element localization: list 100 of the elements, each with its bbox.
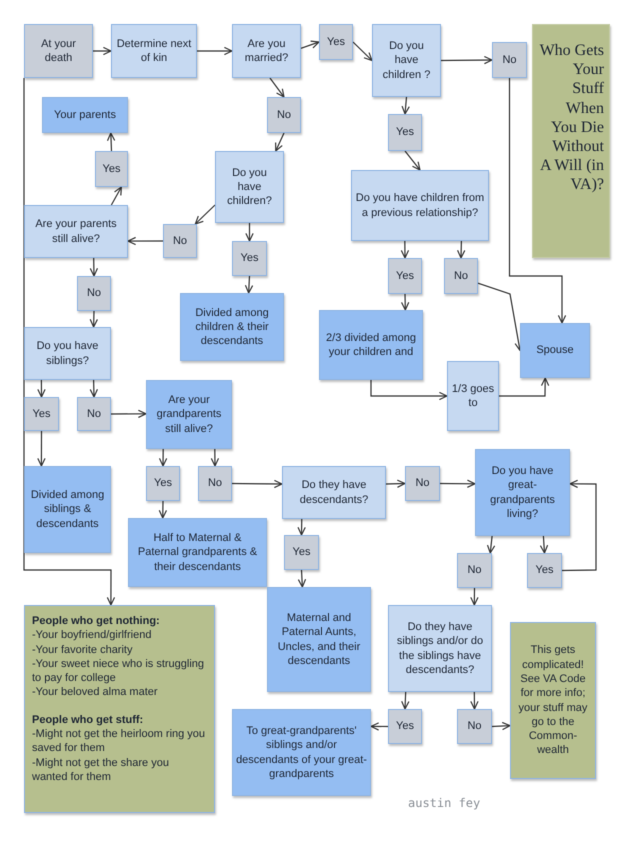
node-text: No <box>415 476 430 491</box>
arrow <box>197 46 233 56</box>
result-box <box>267 587 371 692</box>
answer-box <box>319 24 353 60</box>
note-box <box>510 622 596 779</box>
node-text: Yes <box>396 719 414 734</box>
node-text: Are your parents still alive? <box>34 217 118 246</box>
arrow <box>400 241 410 259</box>
answer-box <box>405 466 440 501</box>
answer-box <box>284 535 319 570</box>
answer-box <box>267 97 301 133</box>
node-text: Do they have siblings and/or do the siblings have descendants? <box>396 620 484 678</box>
answer-box <box>163 224 197 258</box>
arrow <box>194 204 216 225</box>
arrow <box>386 480 406 488</box>
question-box <box>215 151 284 223</box>
node-text: Yes <box>240 251 258 266</box>
list-item: -Might not get the heirloom ring you saved for them <box>32 727 206 756</box>
list-heading: People who get nothing: <box>32 614 160 628</box>
title-panel: Who Gets Your Stuff When You Die Without A Will (in VA)? <box>532 24 610 258</box>
result-box <box>475 449 570 536</box>
list-item: -Your favorite charity <box>32 642 132 657</box>
arrow <box>441 56 493 64</box>
arrow <box>370 380 448 400</box>
result-box <box>128 518 267 587</box>
node-text: No <box>86 286 102 301</box>
question-box <box>24 327 111 380</box>
arrow <box>158 449 168 467</box>
question-box <box>372 24 441 97</box>
answer-box <box>527 553 562 588</box>
node-text: Maternal and Paternal Aunts, Uncles, and their descendants <box>276 610 362 668</box>
answer-box <box>457 553 492 588</box>
arrow <box>457 240 466 259</box>
arrow <box>508 78 566 324</box>
answer-box <box>232 241 267 276</box>
arrow <box>93 46 112 56</box>
node-text: No <box>502 52 517 68</box>
arrow <box>111 410 147 418</box>
answer-box <box>198 466 232 501</box>
node-text: No <box>467 719 482 734</box>
arrow <box>232 480 283 488</box>
arrow <box>492 722 511 730</box>
node-text: Your parents <box>54 108 116 122</box>
node-text: 2/3 divided among your children and <box>325 330 417 360</box>
arrow <box>352 42 373 62</box>
arrow <box>440 480 476 488</box>
node-text: This gets complicated! See VA Code for more info; your stuff may go to the Common-wealth <box>518 643 588 758</box>
arrow <box>297 518 306 536</box>
arrow <box>370 722 388 731</box>
node-text: No <box>86 406 102 422</box>
arrow <box>499 377 550 397</box>
arrow <box>106 132 116 152</box>
list-item: -Your boyfriend/girlfriend <box>32 628 152 643</box>
start-box <box>24 24 93 78</box>
arrow <box>23 78 116 606</box>
node-text: No <box>276 108 292 122</box>
question-box <box>111 24 197 78</box>
node-text: Yes <box>102 162 120 176</box>
node-text: Spouse <box>536 343 574 358</box>
node-text: No <box>454 268 468 284</box>
answer-box <box>146 466 180 501</box>
question-box <box>24 205 128 258</box>
arrow <box>470 692 479 710</box>
arrow <box>245 223 254 242</box>
arrow <box>90 310 98 328</box>
node-text: Do you have siblings? <box>36 339 100 368</box>
list-heading: People who get stuff: <box>32 712 144 728</box>
answer-box <box>444 258 478 294</box>
arrow <box>275 132 285 152</box>
question-box <box>351 170 489 241</box>
node-text: Do you have children? <box>226 166 273 208</box>
arrow <box>127 236 163 246</box>
question-box <box>447 361 499 431</box>
answer-box <box>95 151 128 187</box>
node-text: Yes <box>396 268 414 284</box>
question-box <box>282 466 386 519</box>
arrow <box>90 258 98 277</box>
node-text: Do you have great-grandparents living? <box>489 464 556 522</box>
answer-box <box>388 258 422 294</box>
list-item: -Your sweet niece who is struggling to pay for college <box>32 656 206 686</box>
node-text: At your death <box>40 36 77 66</box>
answer-box <box>388 709 422 744</box>
node-text: Yes <box>154 476 172 491</box>
node-text: 1/3 goes to <box>451 382 495 410</box>
arrow <box>269 78 285 98</box>
node-text: Do they have descendants? <box>298 478 370 507</box>
node-text: Yes <box>32 406 50 422</box>
result-box <box>24 466 111 553</box>
list-item: -Your beloved alma mater <box>32 685 158 700</box>
node-text: Do you have children ? <box>382 39 432 82</box>
arrow <box>486 536 496 554</box>
node-text: Yes <box>536 563 554 578</box>
result-box <box>180 293 284 361</box>
node-text: No <box>208 476 222 491</box>
answer-box <box>24 397 59 431</box>
arrow <box>37 380 46 398</box>
arrow <box>402 96 410 115</box>
node-text: Are your grandparents still alive? <box>156 393 222 436</box>
list-item: -Might not get the share you wanted for them <box>32 756 170 784</box>
question-box <box>388 605 492 692</box>
